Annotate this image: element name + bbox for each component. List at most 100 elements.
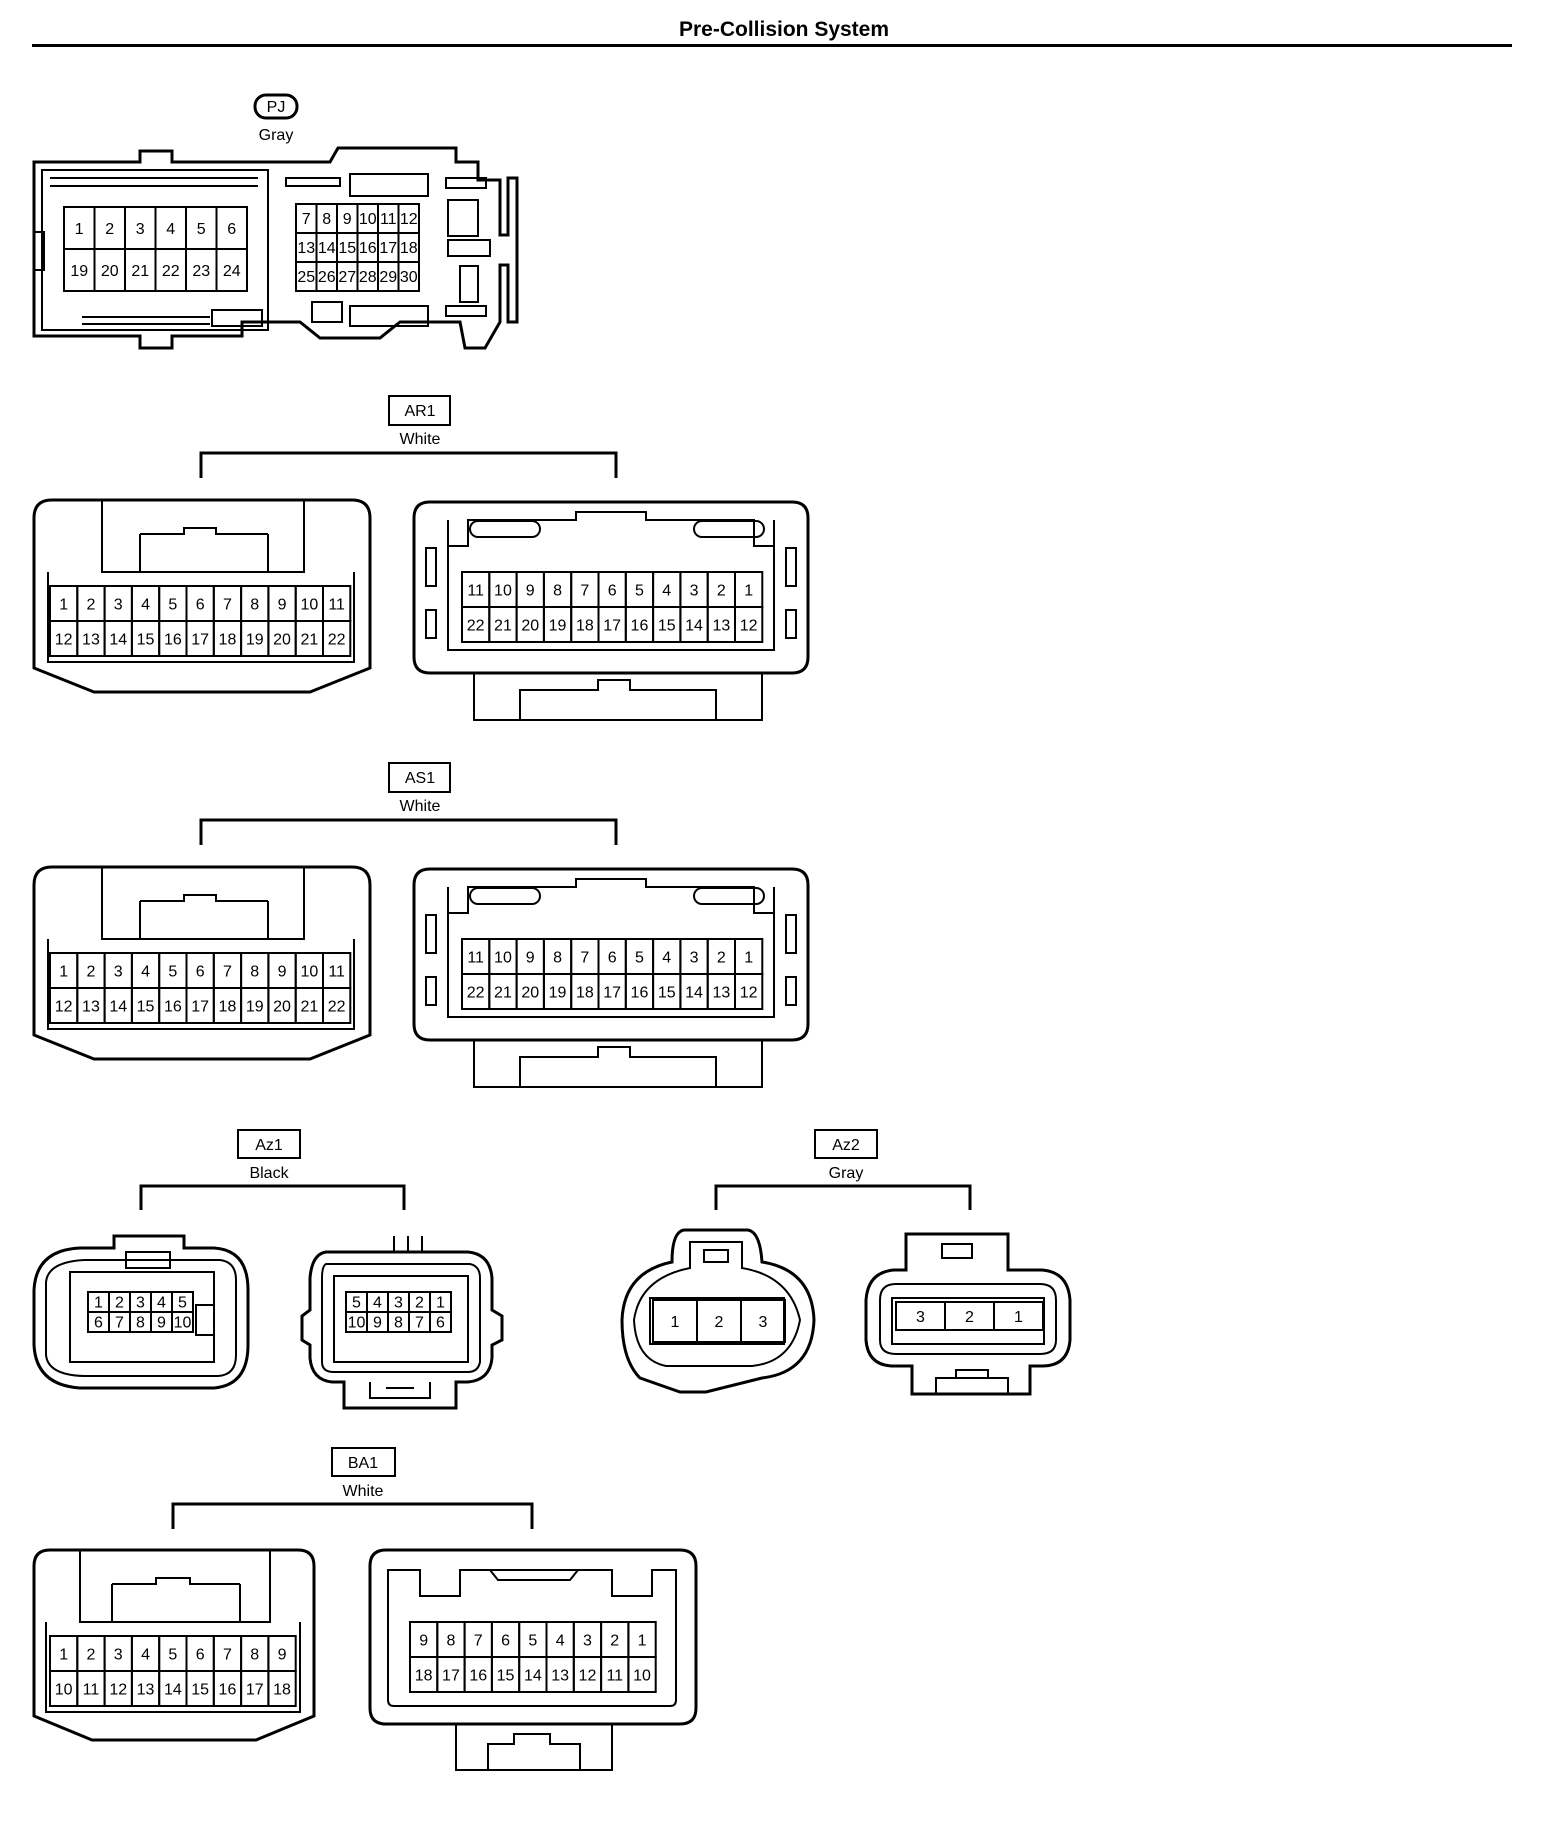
pin-number: 18	[576, 984, 594, 1001]
pin-number: 13	[137, 1681, 155, 1698]
pin-cell	[267, 1670, 297, 1707]
pin-cell	[734, 973, 764, 1010]
as1-code-badge	[388, 762, 451, 793]
pin-number: 25	[297, 269, 315, 286]
pin-number: 21	[300, 998, 318, 1015]
pin-number: 13	[82, 998, 100, 1015]
pin-number: 14	[109, 631, 127, 648]
pin-number: 4	[662, 582, 671, 599]
pin-number: 14	[685, 984, 703, 1001]
pin-number: 6	[196, 596, 205, 613]
ar1-code-badge	[388, 395, 451, 426]
pin-number: 2	[965, 1309, 974, 1326]
pin-number: 2	[115, 1294, 124, 1311]
pin-number: 16	[631, 617, 649, 634]
pin-number: 19	[246, 631, 264, 648]
pin-number: 24	[223, 263, 241, 280]
pin-number: 10	[494, 582, 512, 599]
pin-number: 12	[55, 631, 73, 648]
pin-number: 22	[467, 617, 485, 634]
pin-number: 8	[250, 596, 259, 613]
az2-code: Az2	[832, 1137, 860, 1154]
pin-number: 17	[603, 617, 621, 634]
pin-number: 17	[246, 1681, 264, 1698]
ba1-housing-right	[368, 1548, 698, 1771]
pin-number: 7	[580, 582, 589, 599]
pin-number: 1	[1014, 1309, 1023, 1326]
pin-number: 13	[712, 617, 730, 634]
pin-number: 4	[157, 1294, 166, 1311]
pin-number: 11	[606, 1667, 623, 1684]
pin-number: 6	[608, 949, 617, 966]
pin-number: 1	[59, 963, 68, 980]
pin-number: 9	[278, 596, 287, 613]
pin-cell	[627, 1656, 657, 1693]
pin-number: 9	[373, 1314, 382, 1331]
az2-bracket	[714, 1184, 972, 1210]
pin-number: 21	[494, 617, 512, 634]
pin-number: 15	[658, 617, 676, 634]
pin-number: 7	[415, 1314, 424, 1331]
pin-number: 16	[359, 240, 377, 257]
pin-number: 12	[55, 998, 73, 1015]
pin-number: 10	[300, 596, 318, 613]
pin-number: 22	[328, 998, 346, 1015]
az1-code: Az1	[255, 1137, 283, 1154]
pin-number: 10	[494, 949, 512, 966]
pj-code: PJ	[267, 99, 286, 116]
pin-number: 13	[82, 631, 100, 648]
az1-code-badge	[237, 1129, 301, 1159]
pin-number: 9	[419, 1632, 428, 1649]
pin-number: 15	[137, 631, 155, 648]
pin-number: 12	[740, 617, 758, 634]
pin-number: 15	[658, 984, 676, 1001]
pin-number: 4	[373, 1294, 382, 1311]
pin-number: 3	[136, 221, 145, 238]
pin-number: 7	[115, 1314, 124, 1331]
pin-number: 12	[579, 1667, 597, 1684]
pin-number: 3	[690, 582, 699, 599]
pin-number: 6	[608, 582, 617, 599]
pin-number: 1	[59, 1646, 68, 1663]
pin-number: 5	[352, 1294, 361, 1311]
pin-number: 6	[501, 1632, 510, 1649]
pin-cell	[322, 987, 352, 1024]
pin-number: 3	[759, 1314, 768, 1331]
ba1-housing-left	[32, 1548, 316, 1742]
az1-housing-left	[32, 1234, 250, 1390]
pin-number: 18	[273, 1681, 291, 1698]
pin-number: 15	[191, 1681, 209, 1698]
pin-number: 8	[136, 1314, 145, 1331]
pin-number: 21	[494, 984, 512, 1001]
pin-number: 5	[168, 596, 177, 613]
pin-number: 17	[191, 631, 209, 648]
pin-number: 6	[436, 1314, 445, 1331]
pin-number: 21	[131, 263, 149, 280]
pin-number: 5	[635, 949, 644, 966]
pin-number: 6	[94, 1314, 103, 1331]
pin-number: 30	[400, 269, 418, 286]
pin-number: 5	[168, 1646, 177, 1663]
pj-color: Gray	[259, 127, 294, 144]
pin-number: 2	[717, 582, 726, 599]
pin-number: 20	[101, 263, 119, 280]
pin-number: 16	[219, 1681, 237, 1698]
pin-number: 10	[300, 963, 318, 980]
pin-number: 11	[328, 963, 345, 980]
ar1-color: White	[400, 431, 441, 448]
pin-number: 17	[603, 984, 621, 1001]
as1-color: White	[400, 798, 441, 815]
pin-number: 14	[109, 998, 127, 1015]
pin-number: 10	[359, 211, 377, 228]
pin-number: 12	[400, 211, 418, 228]
pin-number: 9	[343, 211, 352, 228]
